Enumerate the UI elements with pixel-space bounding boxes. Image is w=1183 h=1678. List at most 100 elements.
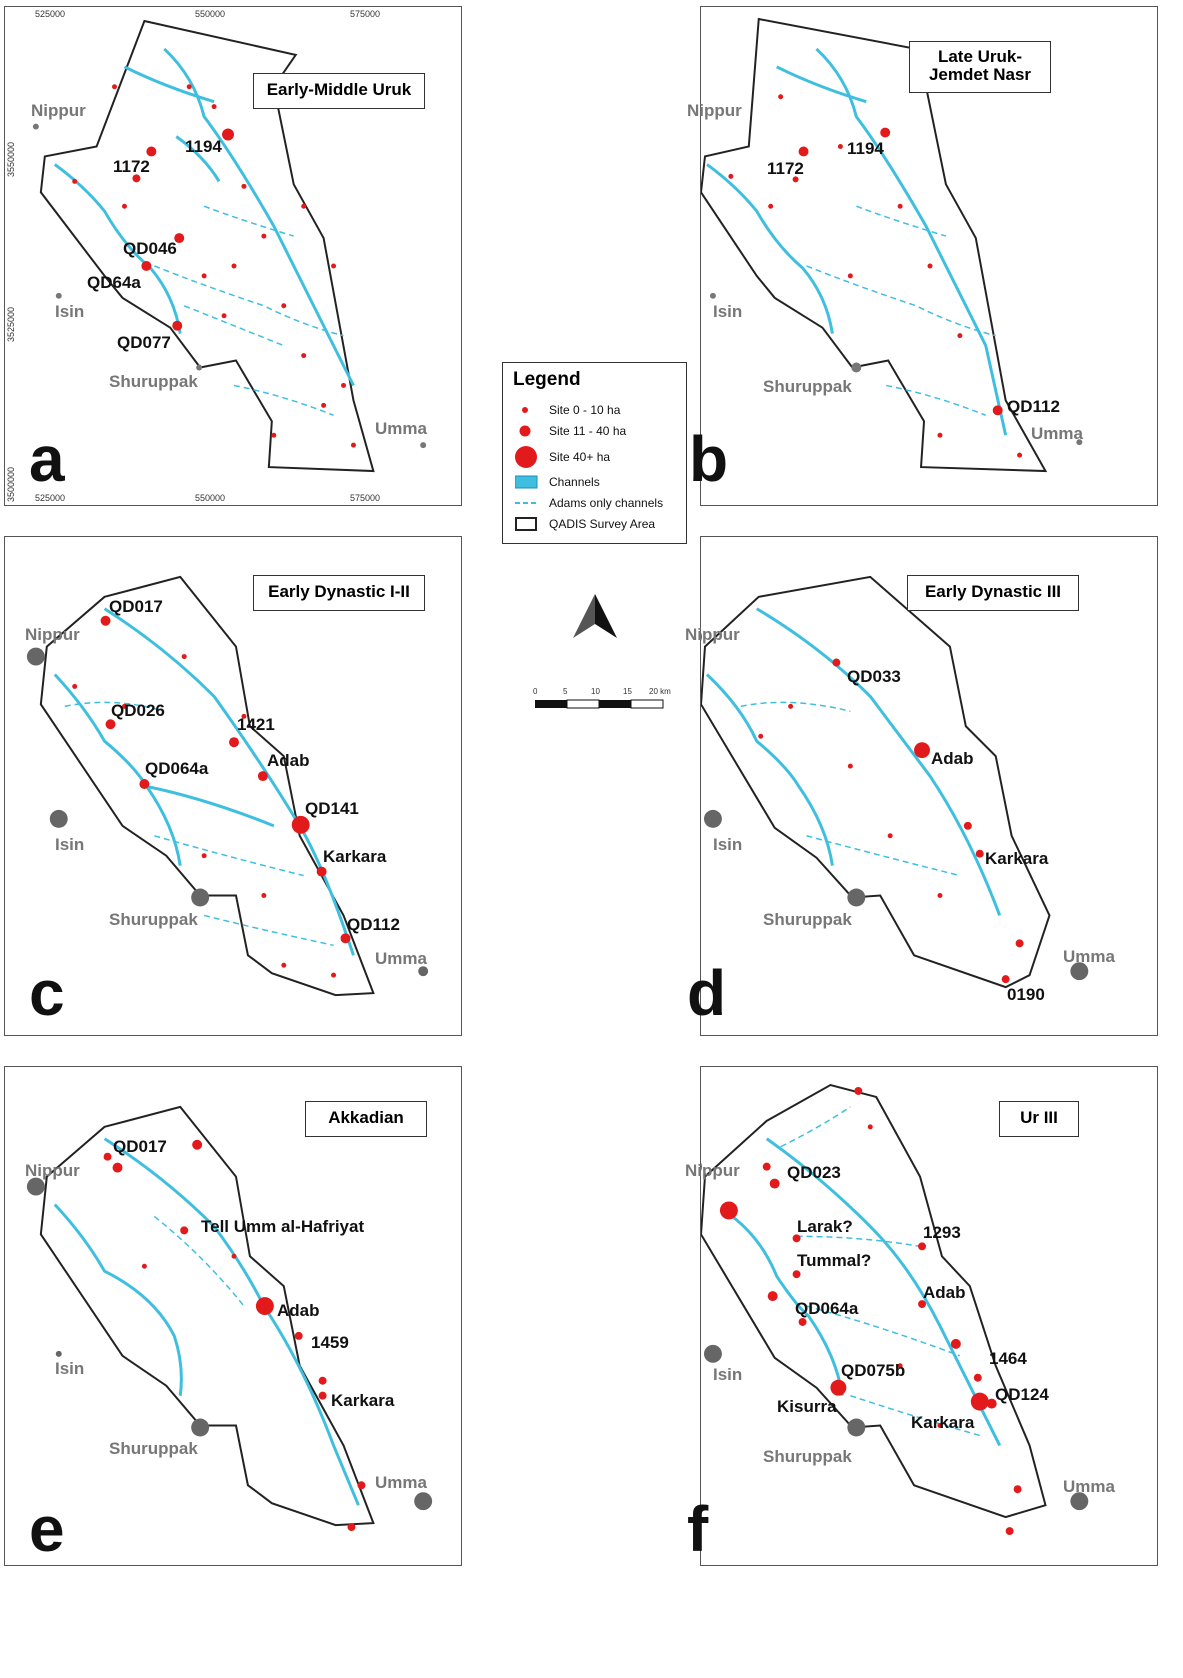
legend-label: QADIS Survey Area <box>549 517 656 531</box>
north-arrow-icon <box>573 594 617 638</box>
legend-title: Legend <box>513 369 581 390</box>
city-label-isin: Isin <box>55 835 85 854</box>
x-tick-label: 575000 <box>350 493 381 503</box>
site-label: Kisurra <box>777 1397 837 1416</box>
site-label: QD046 <box>123 239 177 258</box>
site-label: 1194 <box>847 139 884 158</box>
legend-label: Site 0 - 10 ha <box>549 403 621 417</box>
scale-label: 10 <box>591 687 600 696</box>
large-dot-icon <box>515 446 537 468</box>
panel-e-title: Akkadian <box>305 1101 427 1137</box>
city-label-nippur: Nippur <box>25 625 80 644</box>
panel-a-letter: a <box>29 423 65 495</box>
site-label: QD124 <box>995 1385 1049 1404</box>
site-label: QD064a <box>145 759 209 778</box>
legend-label: Channels <box>549 475 600 489</box>
site-label: Adab <box>923 1283 966 1302</box>
site-label: Karkara <box>985 849 1049 868</box>
panel-e: Akkadian Nippur Isin Shuruppak Umma QD01… <box>4 1066 462 1566</box>
site-label: 1421 <box>237 715 275 734</box>
channel-swatch-icon <box>514 475 538 489</box>
panel-f-title: Ur III <box>999 1101 1079 1137</box>
legend-item-adams-channels: Adams only channels <box>515 496 663 513</box>
site-label: 0190 <box>1007 985 1045 1004</box>
panel-b-letter: b <box>689 423 729 495</box>
panel-c-map <box>26 575 429 997</box>
site-label: 1172 <box>113 157 150 176</box>
panel-f-map <box>701 1083 1089 1536</box>
site-label: 1172 <box>767 159 804 178</box>
site-label: QD077 <box>117 333 171 352</box>
y-tick-label: 3525000 <box>6 306 16 342</box>
panel-c-letter: c <box>29 957 65 1029</box>
site-label: 1194 <box>185 137 222 156</box>
panel-d: Early Dynastic III Nippur Isin Shuruppak… <box>685 536 1158 1036</box>
site-label: Adab <box>277 1301 320 1320</box>
city-label-isin: Isin <box>55 302 85 321</box>
site-label: QD033 <box>847 667 901 686</box>
city-label-nippur: Nippur <box>25 1161 80 1180</box>
panel-b: Late Uruk- Jemdet Nasr Nippur Isin Shuru… <box>687 6 1158 506</box>
scale-label: 20 km <box>649 687 671 696</box>
city-label-umma: Umma <box>1063 1477 1115 1496</box>
site-label: QD64a <box>87 273 141 292</box>
outline-box-icon <box>515 517 537 531</box>
scale-label: 15 <box>623 687 632 696</box>
scale-bar: 0 5 10 15 20 km <box>533 687 674 717</box>
panel-f: Ur III Nippur Isin Shuruppak Umma QD023 … <box>685 1066 1158 1566</box>
scale-label: 0 <box>533 687 538 696</box>
legend-item-survey-area: QADIS Survey Area <box>515 517 655 534</box>
map-legend: Legend Site 0 - 10 ha Site 11 - 40 ha Si… <box>502 362 687 544</box>
site-label: Karkara <box>331 1391 395 1410</box>
city-label-umma: Umma <box>1063 947 1115 966</box>
city-label-shuruppak: Shuruppak <box>763 910 852 929</box>
panel-e-map <box>26 1105 433 1532</box>
panel-f-letter: f <box>687 1493 709 1565</box>
city-label-shuruppak: Shuruppak <box>109 1439 198 1458</box>
panel-a-title: Early-Middle Uruk <box>253 73 425 109</box>
y-tick-label: 3550000 <box>6 141 16 177</box>
site-label: 1459 <box>311 1333 349 1352</box>
site-label: Tummal? <box>797 1251 872 1270</box>
y-tick-label: 3500000 <box>6 466 16 502</box>
legend-item-small-site: Site 0 - 10 ha <box>515 403 620 420</box>
city-label-nippur: Nippur <box>31 101 86 120</box>
city-label-nippur: Nippur <box>685 625 740 644</box>
site-label: Adab <box>267 751 310 770</box>
panel-c-title: Early Dynastic I-II <box>253 575 425 611</box>
city-label-shuruppak: Shuruppak <box>763 377 852 396</box>
site-label: QD017 <box>113 1137 167 1156</box>
site-label: Adab <box>931 749 974 768</box>
legend-item-medium-site: Site 11 - 40 ha <box>515 424 626 441</box>
legend-label: Site 11 - 40 ha <box>549 424 627 438</box>
site-label: QD017 <box>109 597 163 616</box>
site-label: QD141 <box>305 799 359 818</box>
site-label: QD026 <box>111 701 165 720</box>
scale-label: 5 <box>563 687 568 696</box>
city-label-nippur: Nippur <box>685 1161 740 1180</box>
panel-a: Early-Middle Uruk Nippur Isin Shuruppak … <box>4 6 462 506</box>
city-label-umma: Umma <box>375 949 427 968</box>
legend-item-large-site: Site 40+ ha <box>515 445 610 472</box>
legend-label: Adams only channels <box>549 496 664 510</box>
city-label-isin: Isin <box>713 1365 743 1384</box>
city-label-shuruppak: Shuruppak <box>109 910 198 929</box>
x-tick-label: 575000 <box>350 9 381 19</box>
site-label: QD023 <box>787 1163 841 1182</box>
panel-b-title-text: Late Uruk- Jemdet Nasr <box>928 47 1032 84</box>
panel-d-map <box>701 575 1089 989</box>
medium-dot-icon <box>519 425 531 437</box>
city-label-umma: Umma <box>1031 424 1083 443</box>
city-label-umma: Umma <box>375 419 427 438</box>
panel-d-title: Early Dynastic III <box>907 575 1079 611</box>
site-label: Larak? <box>797 1217 853 1236</box>
scale-labels: 0 5 10 15 20 km <box>533 687 674 697</box>
site-label: QD112 <box>1007 397 1060 416</box>
site-label: 1464 <box>989 1349 1027 1368</box>
city-label-nippur: Nippur <box>687 101 742 120</box>
site-label: QD064a <box>795 1299 859 1318</box>
city-label-isin: Isin <box>713 835 743 854</box>
city-label-shuruppak: Shuruppak <box>109 372 198 391</box>
x-tick-label: 525000 <box>35 9 66 19</box>
